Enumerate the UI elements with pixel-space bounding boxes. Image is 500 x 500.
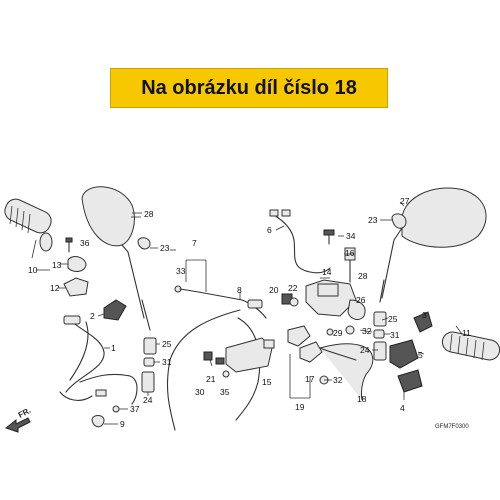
lever-bracket-17 bbox=[287, 325, 323, 363]
label-1: 1 bbox=[111, 343, 116, 353]
label-8: 8 bbox=[237, 285, 242, 295]
front-direction-arrow: FR. bbox=[4, 406, 33, 433]
label-13: 13 bbox=[52, 260, 62, 270]
label-6: 6 bbox=[267, 225, 272, 235]
screw-30 bbox=[203, 351, 213, 361]
spacer-24-right bbox=[373, 341, 387, 361]
master-cylinder-14 bbox=[305, 279, 366, 320]
label-14: 14 bbox=[322, 267, 332, 277]
cable-8 bbox=[166, 299, 263, 431]
label-32-upper: 32 bbox=[362, 326, 372, 336]
label-34: 34 bbox=[346, 231, 356, 241]
bolt-34 bbox=[323, 229, 335, 245]
screw-29 bbox=[326, 328, 334, 336]
label-25-left: 25 bbox=[162, 339, 172, 349]
title-banner: Na obrázku díl číslo 18 bbox=[110, 68, 388, 108]
switch-2 bbox=[103, 299, 127, 321]
mirror-cap-left bbox=[137, 237, 151, 250]
nut-9 bbox=[91, 415, 105, 428]
label-3: 3 bbox=[422, 310, 427, 320]
left-grip bbox=[4, 198, 53, 252]
bolt-37 bbox=[112, 405, 128, 413]
label-15: 15 bbox=[262, 377, 272, 387]
wire-6 bbox=[269, 209, 331, 274]
label-26: 26 bbox=[356, 295, 366, 305]
label-30: 30 bbox=[195, 387, 205, 397]
mirror-cap-right bbox=[391, 213, 407, 229]
label-22: 22 bbox=[288, 283, 298, 293]
label-20: 20 bbox=[269, 285, 279, 295]
right-mirror bbox=[379, 187, 487, 303]
diagram-code: GFM7F0300 bbox=[435, 424, 469, 430]
cap-31-right bbox=[373, 329, 385, 339]
label-33: 33 bbox=[176, 266, 186, 276]
clamp-3 bbox=[413, 311, 433, 333]
label-11: 11 bbox=[462, 328, 471, 338]
bracket-12 bbox=[63, 277, 89, 297]
label-32-lower: 32 bbox=[333, 375, 343, 385]
label-19: 19 bbox=[295, 402, 305, 412]
label-24-right: 24 bbox=[360, 345, 370, 355]
label-18: 18 bbox=[357, 394, 367, 404]
screw-36 bbox=[65, 237, 73, 253]
throttle-cable bbox=[59, 315, 138, 405]
label-24-left: 24 bbox=[143, 395, 153, 405]
label-29: 29 bbox=[333, 328, 343, 338]
spacer-24-left bbox=[141, 371, 155, 393]
label-25-right: 25 bbox=[388, 314, 398, 324]
label-16: 16 bbox=[345, 248, 355, 258]
label-31-left: 31 bbox=[162, 357, 172, 367]
screw-21 bbox=[215, 357, 225, 365]
label-9: 9 bbox=[120, 419, 125, 429]
label-35: 35 bbox=[220, 387, 230, 397]
label-21: 21 bbox=[206, 374, 216, 384]
brake-lever-18 bbox=[319, 343, 374, 401]
label-28-right: 28 bbox=[358, 271, 368, 281]
screw-35 bbox=[222, 370, 230, 378]
label-36: 36 bbox=[80, 238, 90, 248]
label-31-right: 31 bbox=[390, 330, 400, 340]
banner-title: Na obrázku díl číslo 18 bbox=[141, 76, 357, 99]
label-28-left: 28 bbox=[144, 209, 154, 219]
right-grip bbox=[441, 331, 500, 361]
clamp-13 bbox=[67, 256, 87, 272]
switch-housing-15 bbox=[225, 337, 275, 373]
leader-lines bbox=[36, 201, 463, 425]
cap-31-left bbox=[143, 357, 155, 367]
label-37: 37 bbox=[130, 404, 140, 414]
label-10: 10 bbox=[28, 265, 38, 275]
label-23-left: 23 bbox=[160, 243, 170, 253]
label-12: 12 bbox=[50, 283, 60, 293]
part-22 bbox=[289, 297, 299, 307]
svg-text:FR.: FR. bbox=[17, 406, 33, 420]
switch-4 bbox=[397, 369, 423, 393]
label-5: 5 bbox=[418, 350, 423, 360]
label-23-right: 23 bbox=[368, 215, 378, 225]
label-2: 2 bbox=[90, 311, 95, 321]
label-7: 7 bbox=[192, 238, 197, 248]
label-4: 4 bbox=[400, 403, 405, 413]
left-mirror bbox=[81, 186, 151, 331]
label-27: 27 bbox=[400, 196, 410, 206]
part-number-labels: 28 27 23 23 7 8 6 34 16 14 33 36 10 13 1… bbox=[28, 196, 471, 429]
label-17: 17 bbox=[305, 374, 315, 384]
holder-25-left bbox=[143, 337, 157, 355]
switch-5 bbox=[389, 339, 419, 369]
clutch-cable-7 bbox=[174, 259, 267, 319]
washer-32-upper bbox=[345, 325, 355, 335]
